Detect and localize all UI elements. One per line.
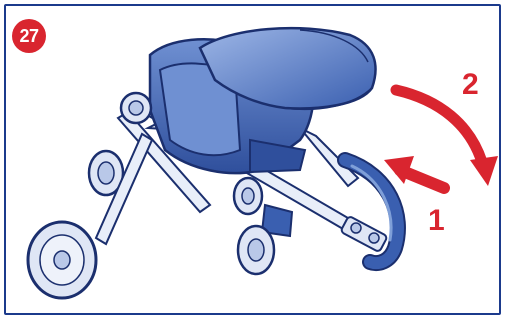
swivel-wheel [238,205,292,274]
callout-label-1: 1 [428,206,445,236]
top-joint-wheel [121,93,151,123]
fold-release-joint [340,216,387,253]
middle-wheel [234,178,262,214]
front-wheel [28,222,96,298]
callout-label-2: 2 [462,70,479,100]
step-number-badge: 27 [12,19,46,53]
arrow-1 [384,156,444,188]
